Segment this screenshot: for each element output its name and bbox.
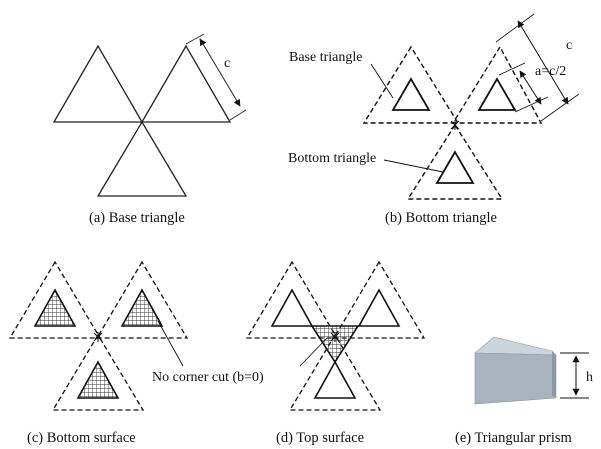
- label-bottom-triangle: Bottom triangle: [288, 151, 376, 166]
- base-triangle-dashed-left: [362, 45, 460, 124]
- base-triangle-right: [140, 44, 232, 123]
- extension-line: [498, 62, 526, 76]
- center-star-icon: [93, 332, 103, 342]
- prism-top-face: [474, 336, 557, 356]
- dashed-triangle-left: [8, 260, 102, 339]
- leader-bottom: [383, 159, 444, 173]
- dimension-line-a: [519, 70, 542, 105]
- top-triangle-left: [270, 288, 314, 327]
- leader-base: [370, 63, 394, 99]
- hatched-center-triangle: [310, 325, 360, 364]
- dimension-label-h: h: [586, 370, 593, 385]
- extension-line: [495, 13, 535, 43]
- dashed-triangle-right: [332, 260, 426, 339]
- hatched-triangle-bottom: [76, 360, 120, 399]
- label-base-triangle: Base triangle: [289, 50, 362, 65]
- caption-c: (c) Bottom surface: [27, 430, 136, 446]
- panel-d: [245, 260, 426, 411]
- bottom-triangle-bottom: [435, 150, 475, 184]
- prism-side-face: [552, 351, 556, 398]
- base-triangle-bottom: [96, 120, 188, 197]
- dimension-label-c: c: [566, 38, 572, 53]
- base-triangle-dashed-bottom: [406, 123, 504, 200]
- center-star-icon: [450, 120, 460, 130]
- panel-e: [474, 336, 589, 405]
- panel-c: [8, 260, 189, 411]
- note-no-corner-cut: No corner cut (b=0): [152, 370, 264, 385]
- leader-no-corner-cut: [157, 320, 184, 367]
- dimension-label-c: c: [224, 56, 230, 71]
- caption-b: (b) Bottom triangle: [385, 210, 497, 226]
- top-triangle-right: [357, 288, 401, 327]
- dashed-triangle-right: [95, 260, 189, 339]
- bottom-triangle-right: [477, 77, 517, 111]
- hatched-triangle-right: [120, 288, 164, 327]
- caption-d: (d) Top surface: [276, 430, 364, 446]
- base-triangle-dashed-right: [451, 45, 543, 124]
- hatched-triangle-left: [33, 288, 77, 327]
- caption-a: (a) Base triangle: [89, 210, 185, 226]
- dashed-triangle-bottom: [51, 333, 145, 411]
- prism-front-face: [474, 352, 557, 405]
- extension-line: [540, 93, 580, 122]
- panel-a: [52, 33, 247, 197]
- base-triangle-left: [52, 44, 144, 123]
- bottom-triangle-left: [391, 77, 431, 111]
- leader-no-corner-cut: [299, 337, 328, 367]
- caption-e: (e) Triangular prism: [455, 430, 573, 446]
- dashed-triangle-bottom: [288, 333, 382, 411]
- extension-line: [514, 96, 549, 113]
- extension-line: [185, 33, 205, 45]
- top-triangle-bottom: [313, 360, 357, 399]
- dimension-line-c: [517, 20, 569, 105]
- center-star-icon: [330, 332, 340, 342]
- dimension-line-c: [199, 38, 241, 107]
- panel-b: [362, 13, 580, 200]
- extension-line: [229, 109, 247, 121]
- dimension-label-a: a=c/2: [535, 64, 566, 79]
- dashed-triangle-left: [245, 260, 339, 339]
